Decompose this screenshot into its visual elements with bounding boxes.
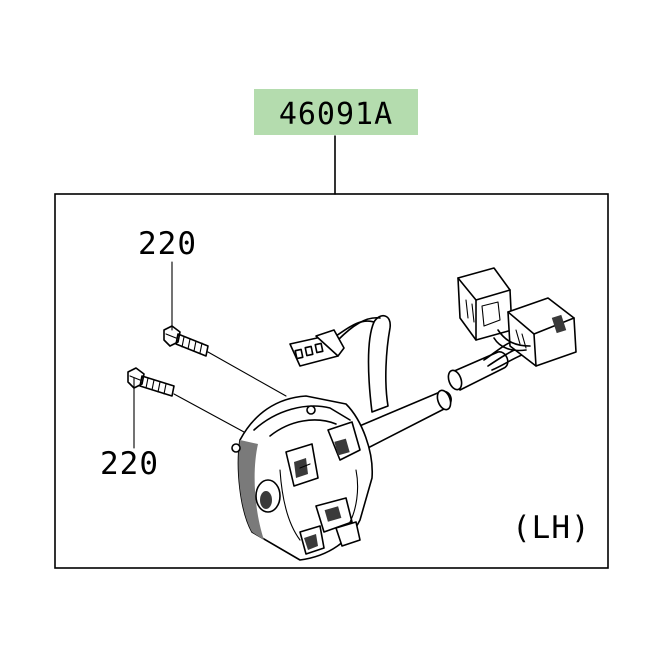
assembly-label[interactable]: 46091A xyxy=(254,89,418,135)
screw-icon xyxy=(127,367,175,397)
side-label: (LH) xyxy=(512,510,591,546)
assembly-frame xyxy=(54,193,609,569)
connector-icon xyxy=(289,329,345,367)
switch-housing-icon[interactable] xyxy=(231,395,373,561)
connector-icon xyxy=(457,267,577,367)
lower-screw-axis xyxy=(173,393,245,433)
assembly-label-background xyxy=(254,89,418,135)
callout-220-upper[interactable]: 220 xyxy=(138,226,197,262)
screw-icon xyxy=(163,325,209,357)
assembly-part-number: 46091A xyxy=(279,97,393,132)
upper-screw-axis xyxy=(207,351,287,397)
callout-220-lower[interactable]: 220 xyxy=(100,446,159,482)
